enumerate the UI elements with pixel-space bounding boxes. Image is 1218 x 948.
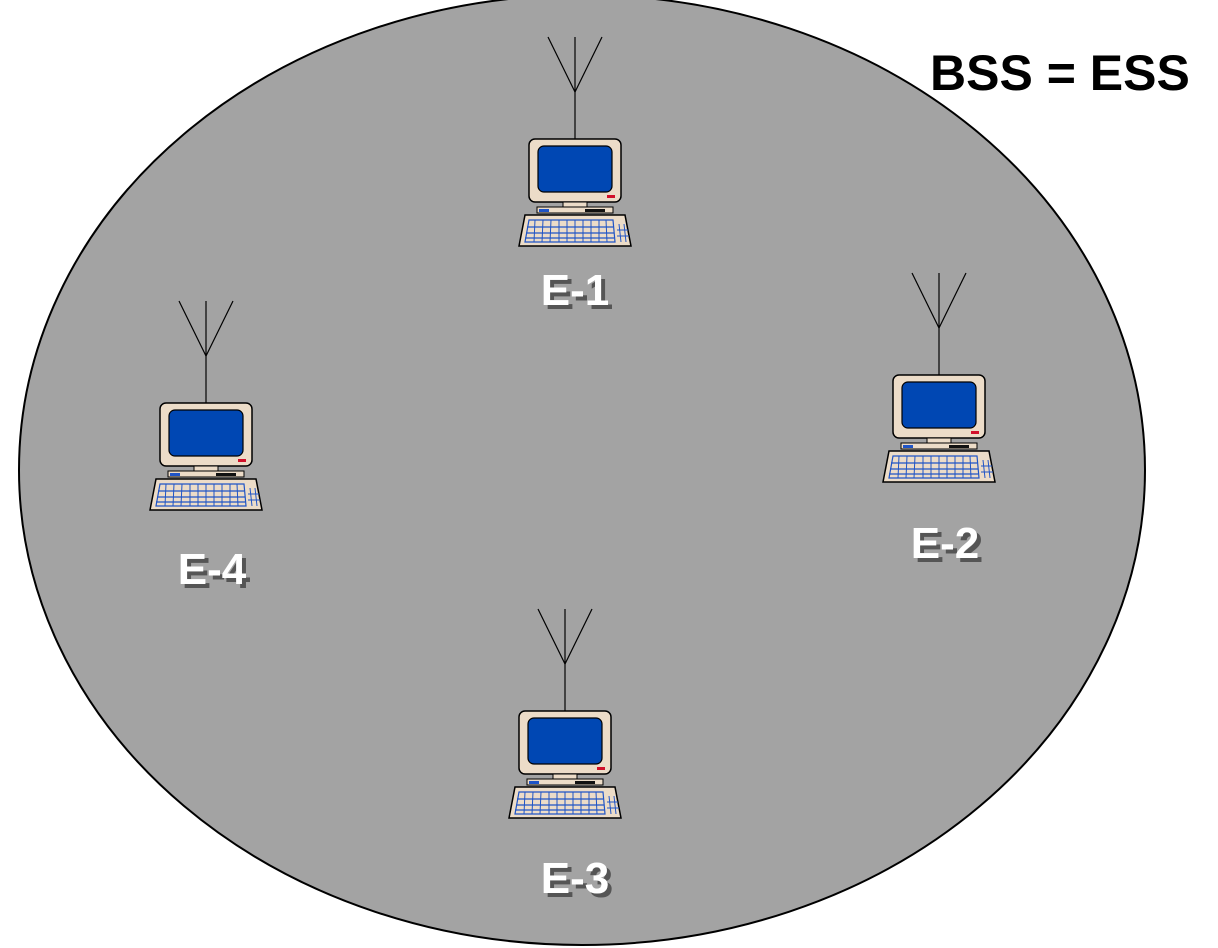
diagram-title: BSS = ESS bbox=[930, 45, 1190, 101]
station-e4: E-4 bbox=[149, 300, 263, 594]
station-label: E-1 bbox=[541, 266, 609, 315]
station-e1: E-1 bbox=[518, 36, 632, 315]
station-label: E-4 bbox=[178, 545, 247, 594]
station-label: E-2 bbox=[911, 519, 979, 568]
station-e3: E-3 bbox=[508, 608, 622, 903]
station-e2: E-2 bbox=[882, 272, 996, 568]
bss-coverage-area bbox=[18, 0, 1146, 946]
station-label: E-3 bbox=[541, 854, 609, 903]
